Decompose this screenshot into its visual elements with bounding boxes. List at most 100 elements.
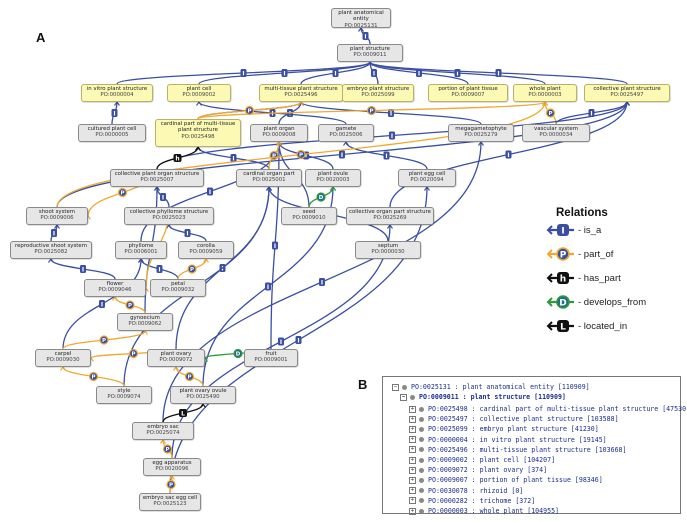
svg-text:I: I: [221, 266, 223, 273]
tree-child-row[interactable]: +PO:0025497 : collective plant structure…: [409, 414, 619, 424]
expand-icon[interactable]: +: [409, 436, 416, 444]
edge-arrowhead: [200, 403, 206, 408]
node-cpmtps[interactable]: cardinal part of multi-tissue plant stru…: [155, 119, 241, 147]
node-id: PO:0025269: [373, 215, 407, 222]
tree-root-row[interactable]: − PO:0025131 : plant anatomical entity [1…: [392, 382, 590, 392]
tree-child-row[interactable]: +PO:0030078 : rhizoid [0]: [409, 486, 523, 496]
tree-child-row[interactable]: +PO:0009002 : plant cell [104207]: [409, 455, 555, 465]
expand-icon[interactable]: +: [409, 466, 416, 474]
svg-text:I: I: [364, 34, 366, 41]
node-id: PO:0025123: [153, 501, 187, 508]
svg-text:I: I: [158, 267, 160, 274]
svg-text:P: P: [369, 109, 373, 115]
relation-marker-i: I: [454, 69, 461, 78]
edge-arrowhead: [542, 101, 548, 106]
expand-icon[interactable]: +: [409, 415, 416, 423]
relation-marker-i: I: [230, 154, 237, 163]
expand-icon[interactable]: +: [409, 405, 416, 413]
expand-icon[interactable]: +: [409, 507, 416, 515]
collapse-icon[interactable]: −: [400, 393, 407, 401]
svg-text:I: I: [418, 71, 420, 78]
tree-child-row[interactable]: +PO:0025498 : cardinal part of multi-tis…: [409, 404, 687, 414]
edge-arrowhead: [160, 439, 166, 444]
node-name: collective plant organ structure: [114, 171, 200, 177]
node-name: gynoecium: [130, 315, 160, 321]
tree-child-row[interactable]: +PO:0025099 : embryo plant structure [41…: [409, 424, 599, 434]
node-name: vascular system: [534, 126, 578, 132]
legend-swatch-icon: I: [546, 224, 574, 237]
expand-icon[interactable]: +: [409, 446, 416, 454]
svg-text:D: D: [236, 352, 241, 358]
node-id: PO:0009032: [161, 287, 195, 294]
node-id: PO:0020096: [155, 466, 189, 473]
edge-arrowhead: [54, 224, 60, 229]
tree-term-label: PO:0000004 : in vitro plant structure [1…: [428, 435, 607, 444]
expand-icon[interactable]: +: [409, 476, 416, 484]
tree-term-label: PO:0025131 : plant anatomical entity [11…: [411, 383, 590, 391]
node-id: PO:0000004: [100, 92, 134, 99]
tree-child-row[interactable]: + PO:0000004 : in vitro plant structure […: [409, 435, 607, 445]
term-icon: [419, 437, 424, 443]
node-name: fruit: [265, 351, 277, 357]
tree-child-row[interactable]: +PO:0009007 : portion of plant tissue [9…: [409, 475, 603, 485]
expand-icon[interactable]: +: [409, 456, 416, 464]
svg-text:I: I: [113, 111, 115, 118]
expand-icon[interactable]: +: [409, 487, 416, 495]
node-name: embryo sac egg cell: [142, 495, 198, 501]
expand-icon[interactable]: +: [409, 497, 416, 505]
edge-arrowhead: [478, 141, 484, 146]
svg-text:I: I: [267, 284, 269, 291]
tree-selected-row[interactable]: −PO:0009011 : plant structure [110909]: [400, 392, 566, 402]
tree-child-row[interactable]: +PO:0000003 : whole plant [104955]: [409, 506, 559, 516]
tree-child-row[interactable]: +PO:0000282 : trichome [372]: [409, 496, 535, 506]
legend-swatch-icon: h: [546, 272, 574, 285]
relation-marker-i: I: [156, 265, 163, 274]
svg-text:I: I: [280, 339, 282, 346]
edge-arrowhead: [166, 224, 172, 229]
expand-icon[interactable]: +: [409, 425, 416, 433]
node-name: megagametophyte: [455, 126, 507, 132]
tree-child-row[interactable]: +PO:0025496 : multi-tissue plant structu…: [409, 445, 627, 455]
collapse-icon[interactable]: −: [392, 383, 399, 391]
edge-arrowhead: [330, 186, 336, 191]
tree-child-row[interactable]: +PO:0009072 : plant ovary [374]: [409, 465, 547, 475]
relation-marker-i: I: [207, 187, 213, 196]
